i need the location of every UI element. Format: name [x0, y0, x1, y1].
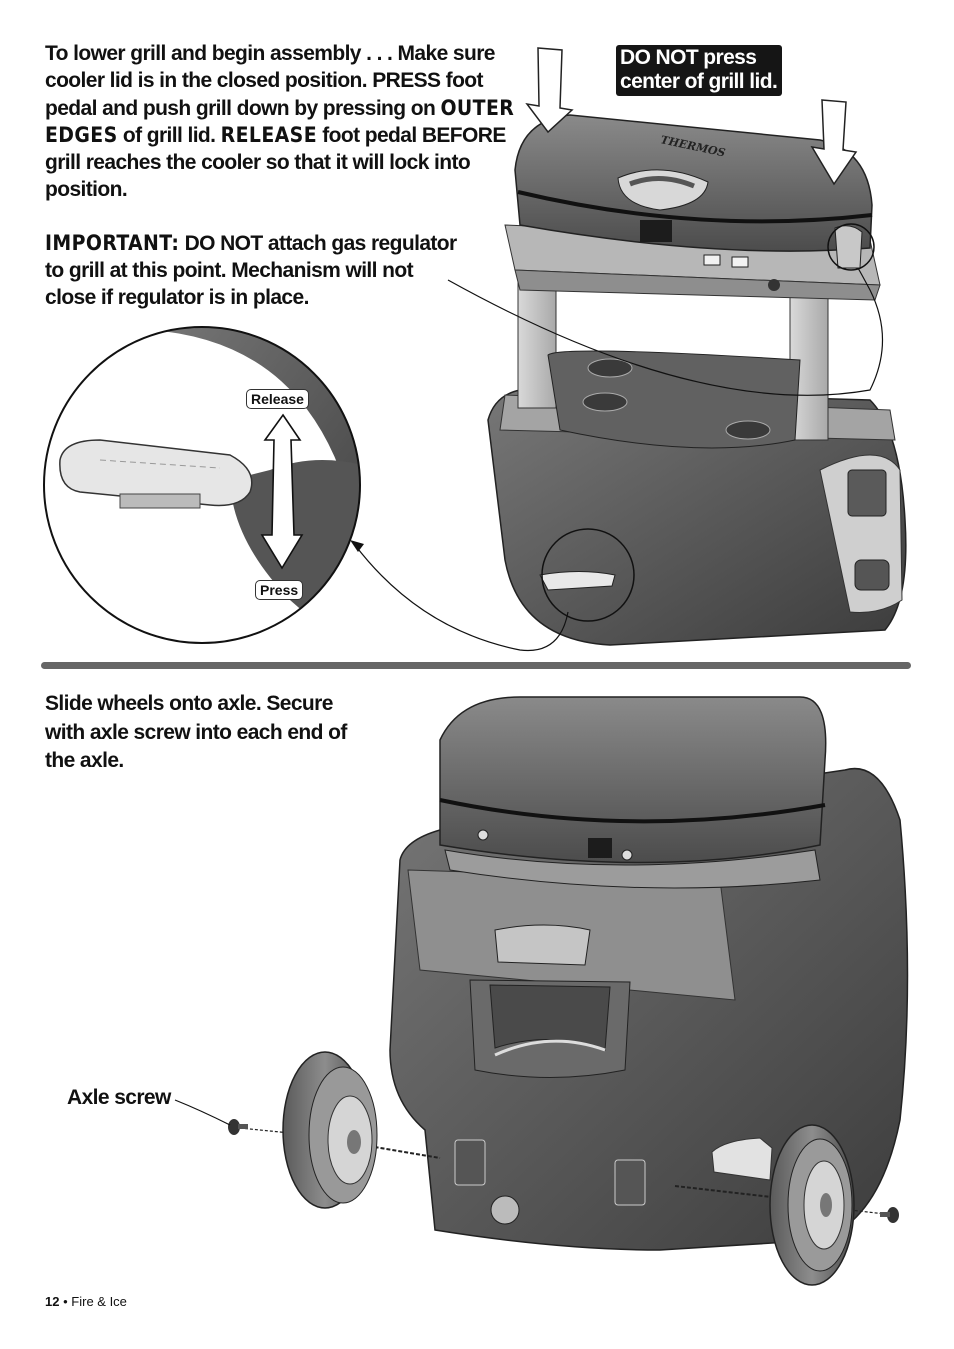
callout-line1: DO NOT press — [620, 46, 757, 69]
axle-screw-right — [880, 1207, 899, 1223]
grill-lid-bottom — [439, 696, 827, 889]
pedal-highlight-circle — [541, 528, 635, 622]
outer-edges-emphasis: OUTER EDGES — [45, 95, 515, 147]
instructions-part2: of grill lid. — [122, 123, 216, 147]
wheel-instructions: Slide wheels onto axle. Secure with axle… — [45, 692, 347, 772]
press-release-arrow — [260, 413, 304, 570]
press-label: Press — [255, 580, 304, 600]
wheel-right — [769, 1124, 855, 1286]
release-emphasis: RELEASE — [220, 122, 318, 147]
do-not-press-callout: DO NOT press center of grill lid. — [616, 45, 783, 96]
important-text: DO NOT attach gas regulator to grill at … — [45, 232, 457, 309]
instructions-part3: foot pedal BEFORE grill reaches the cool… — [45, 123, 506, 202]
callout-line2: center of grill lid. — [620, 70, 778, 93]
important-note: IMPORTANT: DO NOT attach gas regulator t… — [45, 230, 465, 311]
cooler-base-bottom — [389, 767, 909, 1251]
important-label: IMPORTANT: — [45, 231, 180, 255]
release-label: Release — [246, 389, 309, 409]
page-footer: 12 • Fire & Ice — [45, 1294, 127, 1309]
axle-screw-leader-line — [174, 1099, 231, 1126]
footer-title: Fire & Ice — [71, 1294, 127, 1309]
instructions-part1: To lower grill and begin assembly . . . … — [45, 42, 495, 120]
pedal-leader-line — [354, 544, 569, 652]
push-down-arrow-left — [525, 47, 574, 134]
page-number: 12 — [45, 1294, 60, 1309]
regulator-highlight-circle — [827, 223, 875, 271]
axle-screw-label: Axle screw — [67, 1086, 171, 1109]
foot-pedal — [711, 1137, 773, 1181]
lower-grill-instructions: To lower grill and begin assembly . . . … — [45, 40, 515, 204]
section-divider — [41, 662, 911, 669]
pedal-detail-magnifier — [43, 326, 361, 644]
axle-screw-left — [228, 1119, 248, 1135]
push-down-arrow-right — [810, 99, 858, 186]
grill-lid — [514, 114, 873, 291]
axle-left — [344, 1141, 441, 1159]
wheel-left — [282, 1051, 378, 1209]
regulator-leader-line — [447, 267, 883, 396]
footer-separator: • — [63, 1294, 68, 1309]
